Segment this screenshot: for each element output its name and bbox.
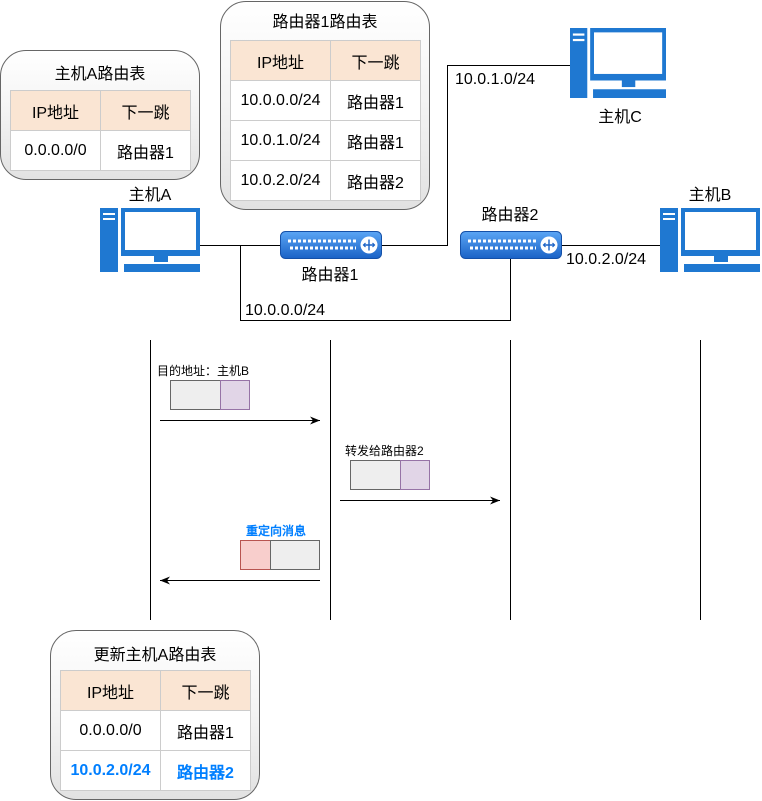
step1-label: 目的地址：主机B — [157, 364, 250, 378]
network-label-lan-a: 10.0.0.0/24 — [245, 302, 326, 319]
header-ip-address: IP地址 — [230, 40, 331, 81]
packet-payload-block — [350, 460, 401, 490]
cell-next-hop: 路由器1 — [330, 120, 421, 161]
router2-router-icon — [460, 231, 562, 259]
updated-host-a-routing-table: IP地址 下一跳 0.0.0.0/0 路由器1 10.0.2.0/24 路由器2 — [60, 670, 251, 791]
router1-label: 路由器1 — [301, 267, 359, 284]
packet-payload-block — [170, 380, 221, 410]
header-next-hop: 下一跳 — [330, 40, 421, 81]
table-row: 10.0.1.0/24 路由器1 — [230, 120, 421, 161]
host-b-label: 主机B — [688, 187, 732, 204]
cell-next-hop-highlighted: 路由器2 — [160, 750, 251, 791]
cell-next-hop: 路由器1 — [330, 80, 421, 121]
table-row-new-route: 10.0.2.0/24 路由器2 — [60, 750, 251, 791]
table-row: 0.0.0.0/0 路由器1 — [10, 130, 191, 171]
cell-ip-address-highlighted: 10.0.2.0/24 — [60, 750, 161, 791]
router1-router-icon — [280, 231, 382, 259]
header-ip-address: IP地址 — [10, 90, 101, 131]
host-a-routing-table-title: 主机A路由表 — [54, 66, 146, 83]
host-a-computer-icon — [100, 208, 200, 272]
updated-host-a-routing-table-title: 更新主机A路由表 — [93, 647, 217, 664]
link-router1-host-c — [382, 65, 570, 246]
packet-redirect-header-block — [240, 540, 271, 570]
table-header-row: IP地址 下一跳 — [60, 670, 251, 711]
cell-ip-address: 0.0.0.0/0 — [10, 130, 101, 171]
cell-next-hop: 路由器1 — [100, 130, 191, 171]
cell-next-hop: 路由器1 — [160, 710, 251, 751]
router1-routing-table: IP地址 下一跳 10.0.0.0/24 路由器1 10.0.1.0/24 路由… — [230, 40, 421, 201]
host-a-routing-table: IP地址 下一跳 0.0.0.0/0 路由器1 — [10, 90, 191, 171]
header-next-hop: 下一跳 — [160, 670, 251, 711]
cell-ip-address: 10.0.0.0/24 — [230, 80, 331, 121]
table-header-row: IP地址 下一跳 — [230, 40, 421, 81]
header-next-hop: 下一跳 — [100, 90, 191, 131]
step2-label: 转发给路由器2 — [345, 444, 424, 458]
packet-destination-block — [220, 380, 250, 410]
table-row: 10.0.0.0/24 路由器1 — [230, 80, 421, 121]
cell-ip-address: 10.0.2.0/24 — [230, 160, 331, 201]
host-c-computer-icon — [570, 28, 666, 98]
step3-redirect-label: 重定向消息 — [246, 524, 307, 538]
cell-next-hop: 路由器2 — [330, 160, 421, 201]
packet-payload-block — [270, 540, 320, 570]
host-b-computer-icon — [660, 208, 760, 272]
host-c-label: 主机C — [598, 109, 642, 126]
network-label-lan-b: 10.0.2.0/24 — [566, 251, 647, 268]
table-header-row: IP地址 下一跳 — [10, 90, 191, 131]
packet-destination-block — [400, 460, 430, 490]
network-label-lan-c: 10.0.1.0/24 — [455, 71, 536, 88]
router2-label: 路由器2 — [481, 207, 539, 224]
host-a-label: 主机A — [128, 187, 172, 204]
router1-routing-table-title: 路由器1路由表 — [272, 14, 378, 31]
header-ip-address: IP地址 — [60, 670, 161, 711]
link-lan-host-a-router2 — [240, 245, 511, 321]
table-row: 10.0.2.0/24 路由器2 — [230, 160, 421, 201]
